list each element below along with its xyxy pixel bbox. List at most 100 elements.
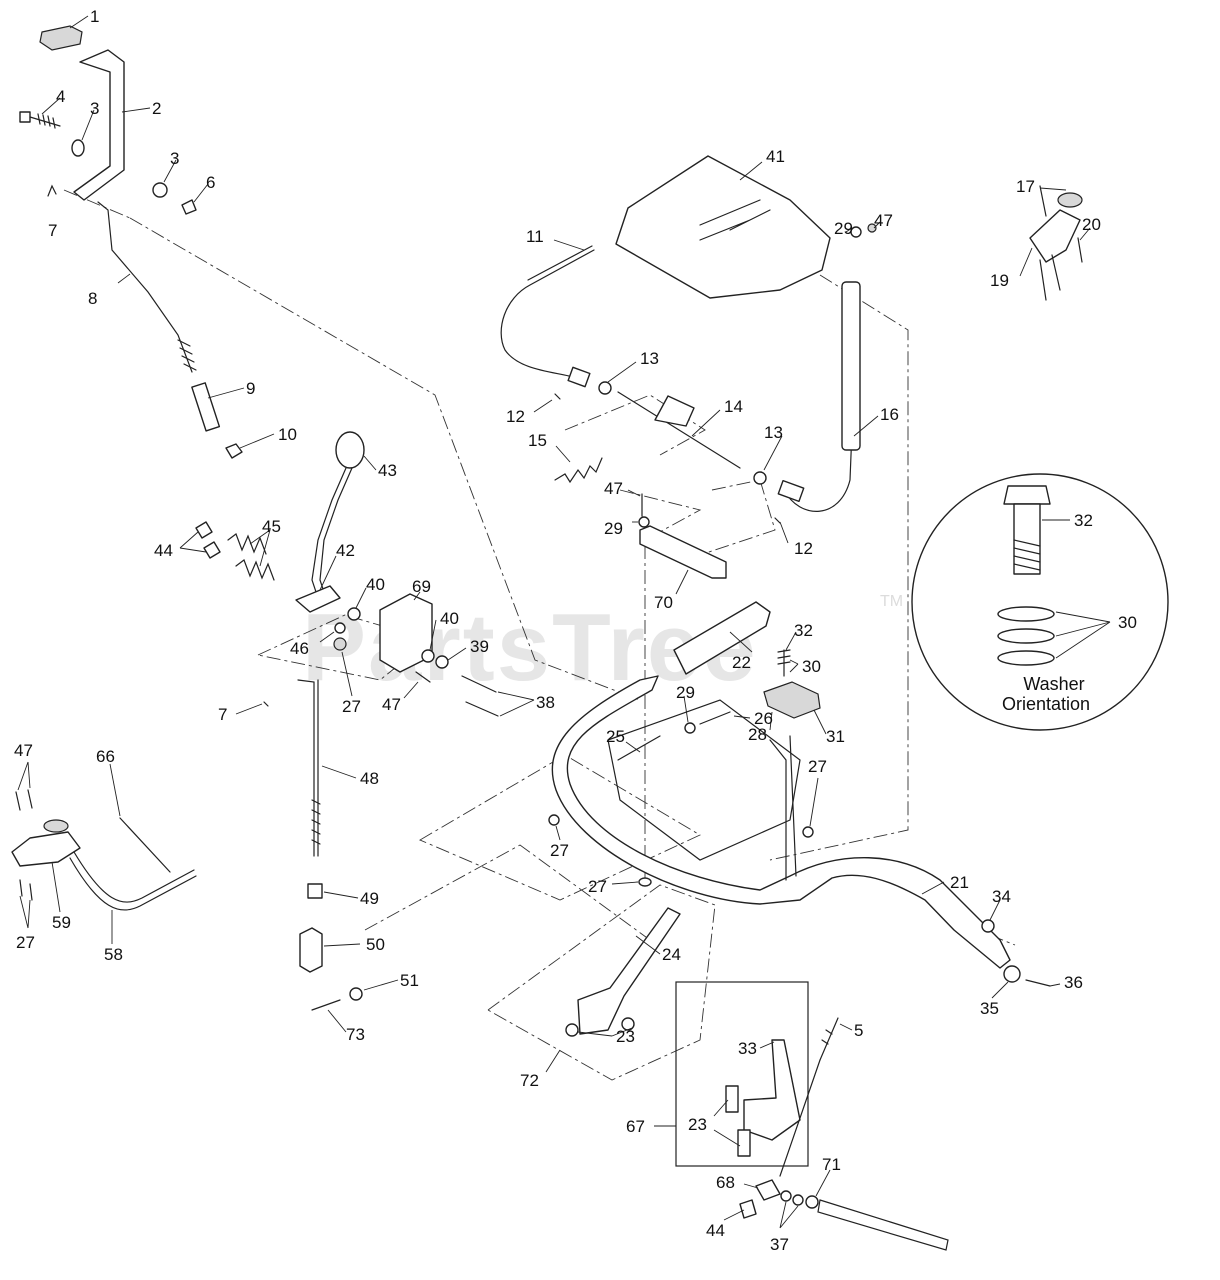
callout: 47 [604, 479, 623, 498]
nut-44b-lower [739, 1199, 757, 1219]
nut-27c [548, 814, 560, 826]
callout: 67 [626, 1117, 645, 1136]
callout: 27 [16, 933, 35, 952]
nut-27d [638, 877, 652, 887]
bracket-70 [639, 525, 727, 579]
callout: 50 [366, 935, 385, 954]
bolt-36 [1025, 979, 1051, 987]
bolt-5-shaft [779, 1059, 821, 1177]
callout: 46 [290, 639, 309, 658]
leader-lines [17, 15, 1111, 1229]
inset-bolt-head [1003, 485, 1051, 505]
callout: 23 [688, 1115, 707, 1134]
callout: 39 [470, 637, 489, 656]
callout: 4 [56, 87, 65, 106]
callout: 12 [506, 407, 525, 426]
callout: 6 [206, 173, 215, 192]
callout: 7 [48, 221, 57, 240]
callout: 47 [14, 741, 33, 760]
callout: 33 [738, 1039, 757, 1058]
callout: 47 [382, 695, 401, 714]
pin-7a [47, 184, 57, 197]
callout: 27 [342, 697, 361, 716]
callout: 8 [88, 289, 97, 308]
callout: 44 [706, 1221, 725, 1240]
callout: 31 [826, 727, 845, 746]
rod-end [817, 1199, 949, 1251]
callout: 40 [366, 575, 385, 594]
washer-39 [435, 655, 449, 669]
clip-12b [774, 517, 781, 524]
washer-orientation-inset [911, 473, 1169, 731]
callout: 44 [154, 541, 173, 560]
callout: 66 [96, 747, 115, 766]
throttle-cable-11 [500, 249, 595, 379]
bolts-38 [461, 675, 499, 717]
nut-44b [203, 541, 221, 559]
grip-22 [673, 601, 771, 675]
cable-grip-16 [841, 281, 861, 451]
callout: 28 [748, 725, 767, 744]
callout: 73 [346, 1025, 365, 1044]
spring-15 [554, 457, 603, 484]
nut-34 [981, 919, 995, 933]
callout: 69 [412, 577, 431, 596]
pedal-plate-59 [11, 831, 81, 867]
bolt-4 [19, 111, 61, 129]
knob-31 [763, 681, 821, 719]
callout: 29 [676, 683, 695, 702]
callout: 51 [400, 971, 419, 990]
callout: 72 [520, 1071, 539, 1090]
callout: 22 [732, 653, 751, 672]
nut-10 [225, 443, 243, 459]
clip-12a [554, 393, 561, 400]
callout: 36 [1064, 973, 1083, 992]
callout: 47 [874, 211, 893, 230]
callout: 15 [528, 431, 547, 450]
nut-44a [195, 521, 213, 539]
washer-37a [780, 1190, 792, 1202]
screw-47a [867, 223, 877, 233]
shift-bracket-42 [295, 585, 341, 613]
callout: 5 [854, 1021, 863, 1040]
washer-29b [638, 516, 650, 528]
bushing-23c [725, 1085, 739, 1113]
frame-21 [551, 675, 1011, 969]
callout: 16 [880, 405, 899, 424]
callout: 32 [1074, 511, 1093, 530]
nut-27a [333, 637, 347, 651]
pin-7b [263, 701, 269, 707]
callout: 70 [654, 593, 673, 612]
callout: 23 [616, 1027, 635, 1046]
callout: 68 [716, 1173, 735, 1192]
washer-29a [850, 226, 862, 238]
inset-label-line1: Washer [1023, 674, 1084, 694]
washer-40a [347, 607, 361, 621]
callout-numbers: 1 2 3 3 4 6 7 8 9 10 11 12 12 13 13 14 1… [14, 7, 1137, 1254]
callout: 71 [822, 1155, 841, 1174]
washer-3a [71, 139, 85, 157]
cotter-pin-73 [311, 999, 341, 1011]
callout: 29 [604, 519, 623, 538]
ball-joint-68 [755, 1179, 781, 1201]
callout: 49 [360, 889, 379, 908]
washer-29c [684, 722, 696, 734]
callout: 27 [550, 841, 569, 860]
inset-washer-3 [997, 650, 1055, 666]
pin-51 [349, 987, 363, 1001]
cable-16 [783, 429, 853, 512]
bolt-5 [819, 1017, 839, 1061]
nuts-27e [19, 879, 33, 901]
washer-37b [792, 1194, 804, 1206]
callout: 27 [588, 877, 607, 896]
callout: 25 [606, 727, 625, 746]
callout: 9 [246, 379, 255, 398]
callout: 38 [536, 693, 555, 712]
bushing-23b [565, 1023, 579, 1037]
control-shaft-14 [617, 391, 741, 469]
bolt-26 [699, 711, 731, 725]
callout: 43 [378, 461, 397, 480]
callout: 35 [980, 999, 999, 1018]
callout: 30 [1118, 613, 1137, 632]
